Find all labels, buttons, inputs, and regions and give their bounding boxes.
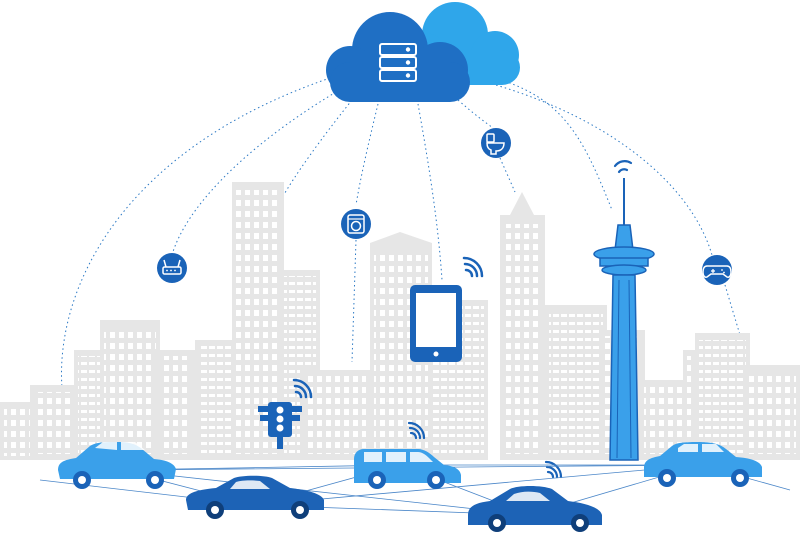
wifi-signal-icon [462,256,484,278]
traffic-light-icon [258,402,302,449]
washing-machine-icon [341,209,371,239]
sedan [58,442,176,489]
wifi-signal-icon [292,378,313,399]
suv [644,442,762,487]
city-skyline [0,182,800,460]
sports-car [186,475,324,519]
router-icon [157,253,187,283]
wifi-signal-icon [407,160,633,479]
gamepad-icon [702,255,732,285]
toilet-icon [481,128,511,158]
cloud-links [60,71,741,389]
tv-tower [593,178,655,461]
coupe [468,486,602,532]
smartphone-icon [410,285,462,362]
server-stack-icon [379,43,417,82]
minivan [354,449,461,489]
cloud [326,2,520,102]
